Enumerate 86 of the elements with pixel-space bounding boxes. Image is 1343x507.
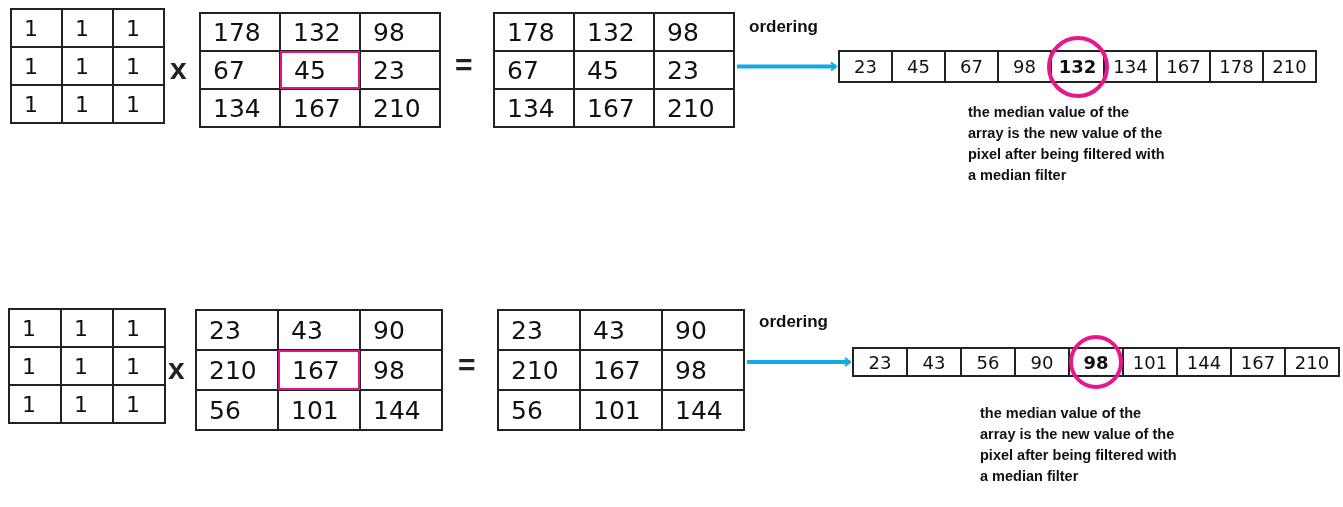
matrix-cell: 144 (360, 390, 442, 430)
matrix-cell: 210 (498, 350, 580, 390)
matrix-cell: 1 (9, 385, 61, 423)
array-cell: 67 (945, 51, 998, 82)
matrix-cell: 1 (113, 385, 165, 423)
matrix-cell: 1 (113, 309, 165, 347)
matrix-cell: 167 (574, 89, 654, 127)
matrix-grid (8, 308, 166, 424)
matrix-cell: 167 (580, 350, 662, 390)
matrix-cell: 98 (654, 13, 734, 51)
operator-sign: = (455, 48, 473, 82)
matrix-cell: 132 (280, 13, 360, 51)
matrix-cell: 1 (11, 47, 62, 85)
matrix-cell: 1 (113, 85, 164, 123)
matrix-cell: 1 (61, 385, 113, 423)
matrix-cell: 1 (11, 85, 62, 123)
matrix-cell: 1 (113, 347, 165, 385)
matrix-cell: 1 (113, 9, 164, 47)
array-cell: 56 (961, 348, 1015, 376)
matrix-cell: 167 (280, 89, 360, 127)
matrix-cell: 1 (9, 347, 61, 385)
edge-label: ordering (759, 312, 828, 332)
matrix-cell: 98 (662, 350, 744, 390)
array-cell: 144 (1177, 348, 1231, 376)
matrix-cell: 98 (360, 13, 440, 51)
operator-sign: x (168, 352, 185, 386)
matrix-cell: 178 (200, 13, 280, 51)
array-cell: 23 (853, 348, 907, 376)
matrix-cell: 43 (580, 310, 662, 350)
matrix-cell: 167 (278, 350, 360, 390)
matrix-cell: 90 (360, 310, 442, 350)
operator-sign: = (458, 348, 476, 382)
matrix-cell: 67 (494, 51, 574, 89)
matrix-cell: 1 (62, 85, 113, 123)
matrix-grid (10, 8, 165, 124)
array-cell: 178 (1210, 51, 1263, 82)
matrix-cell: 23 (498, 310, 580, 350)
matrix-cell: 67 (200, 51, 280, 89)
matrix-cell: 210 (196, 350, 278, 390)
note-text: the median value of the array is the new value of the pixel after being filtered with a median filter (980, 404, 1178, 486)
matrix-cell: 178 (494, 13, 574, 51)
matrix-cell: 1 (9, 309, 61, 347)
matrix-cell: 1 (61, 309, 113, 347)
matrix-cell: 1 (62, 9, 113, 47)
operator-sign: x (170, 52, 187, 86)
array-cell: 101 (1123, 348, 1177, 376)
matrix-grid (493, 12, 735, 128)
matrix-grid (199, 12, 441, 128)
matrix-cell: 90 (662, 310, 744, 350)
array-cell: 167 (1231, 348, 1285, 376)
matrix-cell: 132 (574, 13, 654, 51)
note-text: the median value of the array is the new value of the pixel after being filtered with a median filter (968, 103, 1166, 185)
arrow (737, 61, 837, 72)
array-cell: 90 (1015, 348, 1069, 376)
matrix-cell: 101 (580, 390, 662, 430)
matrix-cell: 56 (196, 390, 278, 430)
matrix-cell: 45 (574, 51, 654, 89)
array-cell: 23 (839, 51, 892, 82)
matrix-cell: 45 (280, 51, 360, 89)
matrix-cell: 23 (360, 51, 440, 89)
array-cell: 210 (1285, 348, 1339, 376)
matrix-cell: 56 (498, 390, 580, 430)
matrix-cell: 134 (494, 89, 574, 127)
array-cell: 132 (1051, 51, 1104, 82)
matrix-cell: 43 (278, 310, 360, 350)
matrix-cell: 23 (654, 51, 734, 89)
array-cell: 43 (907, 348, 961, 376)
array-cell: 210 (1263, 51, 1316, 82)
array-cell: 98 (998, 51, 1051, 82)
matrix-cell: 1 (61, 347, 113, 385)
matrix-cell: 1 (113, 47, 164, 85)
matrix-cell: 1 (62, 47, 113, 85)
matrix-cell: 210 (360, 89, 440, 127)
matrix-cell: 134 (200, 89, 280, 127)
array-cell: 45 (892, 51, 945, 82)
array-cell: 167 (1157, 51, 1210, 82)
matrix-grid (195, 309, 443, 431)
matrix-cell: 144 (662, 390, 744, 430)
matrix-cell: 23 (196, 310, 278, 350)
array-cell: 134 (1104, 51, 1157, 82)
matrix-cell: 1 (11, 9, 62, 47)
matrix-cell: 98 (360, 350, 442, 390)
arrow (747, 357, 851, 367)
matrix-cell: 210 (654, 89, 734, 127)
matrix-grid (497, 309, 745, 431)
matrix-cell: 101 (278, 390, 360, 430)
